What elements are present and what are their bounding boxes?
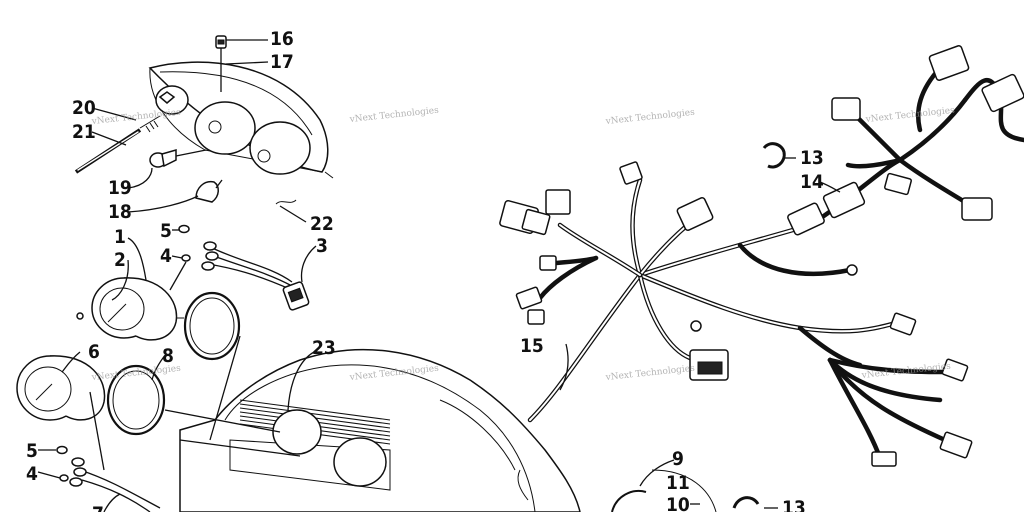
spring-22 (275, 199, 297, 205)
watermark-2: vNext Technologies (348, 106, 439, 125)
watermark-7: vNext Technologies (604, 364, 695, 383)
callout-18: 18 (108, 201, 132, 223)
callout-3: 3 (316, 235, 328, 257)
callout-22: 22 (310, 213, 334, 235)
bulb-socket-19 (149, 149, 177, 168)
callout-17: 17 (270, 51, 294, 73)
callout-13-upper: 13 (800, 147, 824, 169)
callout-8: 8 (162, 345, 174, 367)
watermark-1: vNext Technologies (90, 108, 181, 127)
watermark-3: vNext Technologies (604, 108, 695, 127)
callout-21: 21 (72, 121, 96, 143)
callout-1: 1 (114, 226, 126, 248)
callout-2: 2 (114, 249, 126, 271)
callout-19: 19 (108, 177, 132, 199)
headlight-housing (148, 61, 334, 179)
clip-13-lower (732, 496, 760, 509)
clip-13-upper (762, 142, 786, 169)
callout-7: 7 (92, 503, 104, 512)
callout-6: 6 (88, 341, 100, 363)
callout-13-lower: 13 (782, 497, 806, 512)
callout-11: 11 (666, 472, 690, 494)
bulb-18 (195, 180, 219, 203)
gauge-1 (76, 277, 184, 341)
callout-9: 9 (672, 448, 684, 470)
clip-16 (215, 35, 227, 49)
callout-14: 14 (800, 171, 824, 193)
leader-lines (37, 39, 841, 512)
callout-15: 15 (520, 335, 544, 357)
harness-connectors (499, 45, 1024, 467)
callout-23: 23 (312, 337, 336, 359)
gauge-harness-3 (178, 224, 310, 311)
callout-4-lower: 4 (26, 463, 38, 485)
watermark-8: vNext Technologies (860, 362, 951, 381)
callout-5-upper: 5 (160, 220, 172, 242)
callout-10: 10 (666, 494, 690, 512)
gauge-ring-8-upper (183, 291, 241, 361)
dash-pod-23 (179, 348, 581, 512)
main-wiring-harness (527, 65, 1024, 461)
gauge-ring-8-lower (106, 364, 166, 436)
callout-4-upper: 4 (160, 245, 172, 267)
watermark-4: vNext Technologies (864, 106, 955, 125)
gauge-6 (16, 355, 106, 421)
callout-16: 16 (270, 28, 294, 50)
gauge-9 (611, 490, 647, 512)
callout-5-lower: 5 (26, 440, 38, 462)
gauge-harness-7 (56, 445, 161, 512)
callout-20: 20 (72, 97, 96, 119)
callout-labels: 16 17 20 21 19 18 22 1 2 5 4 3 6 8 23 5 … (26, 28, 824, 512)
adjust-screw-21 (74, 115, 161, 174)
